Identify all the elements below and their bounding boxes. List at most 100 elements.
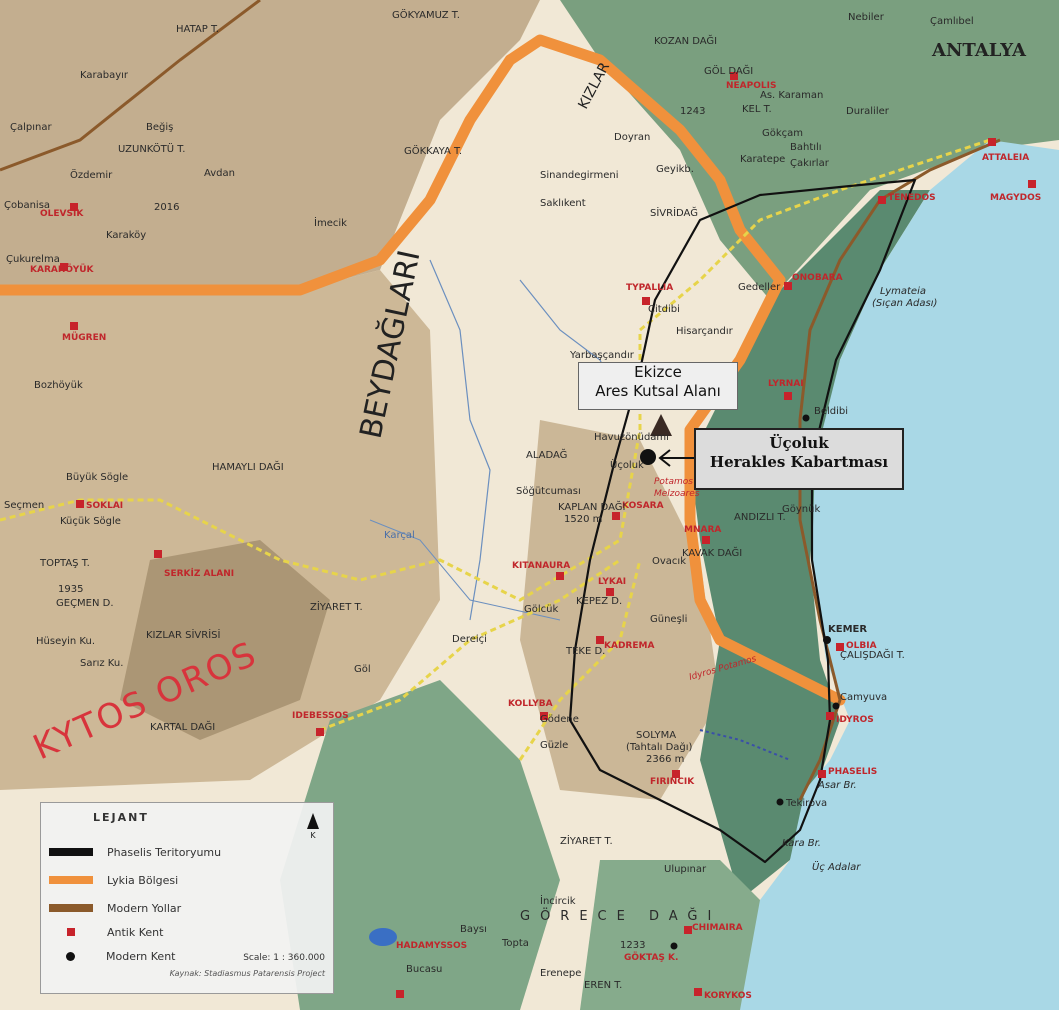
lycia-boundary <box>0 34 846 706</box>
legend-source: Kaynak: Stadiasmus Patarensis Project <box>169 969 325 978</box>
range-label-gorece: GÖRECE DAĞI <box>520 907 721 924</box>
place-label-attaleia: ATTALEIA <box>982 153 1029 163</box>
north-arrow-icon <box>307 813 319 829</box>
road-yellow-4 <box>518 559 642 761</box>
place-label-elev-1233: 1233 <box>620 940 645 951</box>
place-label-kartal: KARTAL DAĞI <box>150 720 215 733</box>
legend-swatch-lycia <box>49 876 93 884</box>
legend-swatch-modern <box>66 951 75 961</box>
place-label-cobanisa: Çobanisa <box>4 200 50 211</box>
place-label-tahtali-elev: 2366 m <box>646 754 684 765</box>
place-label-cukurelma: Çukurelma <box>6 254 60 265</box>
place-label-gedene: Gödene <box>540 714 579 725</box>
lake-alakir <box>369 928 397 946</box>
place-label-toptas: TOPTAŞ T. <box>39 558 90 569</box>
place-label-kaplan-elev: 1520 m <box>564 514 602 525</box>
forest-north-east <box>560 0 1059 300</box>
place-label-melzoares: Melzoares <box>654 489 700 499</box>
place-label-elev-1935: 1935 <box>58 584 83 595</box>
place-label-hamayli: HAMAYLI DAĞI <box>212 460 284 473</box>
place-label-hadamyssos: HADAMYSSOS <box>396 941 467 951</box>
legend-label-territory: Phaselis Teritoryumu <box>107 845 222 859</box>
forest-south-west <box>280 680 560 1010</box>
place-label-gokyamuz: GÖKYAMUZ T. <box>392 8 460 21</box>
place-label-hatap: HATAP T. <box>176 24 219 35</box>
callout-ekizce-line2: Ares Kutsal Alanı <box>595 381 721 400</box>
place-label-saklikent: Saklıkent <box>540 198 586 209</box>
place-label-karakoy: Karaköy <box>106 230 146 241</box>
place-label-kucuk-sogle: Küçük Sögle <box>60 516 121 527</box>
callout-ekizce-ares-sanctuary: Ekizce Ares Kutsal Alanı <box>578 362 738 410</box>
callout-ekizce-line1: Ekizce <box>634 363 682 381</box>
place-label-kepez: KEPEZ D. <box>576 596 622 607</box>
herakles-arrow <box>658 449 694 467</box>
place-label-ziyaret: ZİYARET T. <box>560 834 613 847</box>
place-label-dos-yaran: Doyran <box>614 132 650 143</box>
place-label-ulupinar: Ulupınar <box>664 864 707 875</box>
place-label-kizlar-sivrisi: KIZLAR SİVRİSİ <box>146 628 220 641</box>
place-label-hisarcandir: Hisarçandır <box>676 326 734 337</box>
legend-title: LEJANT <box>93 811 149 824</box>
place-label-camlibel: Çamlıbel <box>930 16 974 27</box>
place-label-elev-1243: 1243 <box>680 106 705 117</box>
place-label-lymateia: Lymateia <box>880 286 926 297</box>
western-highlands <box>0 270 440 790</box>
legend-label-lycia: Lykia Bölgesi <box>107 873 179 887</box>
legend-row-roads: Modern Yollar <box>49 899 181 917</box>
place-label-uzunkotu: UZUNKÖTÜ T. <box>118 142 185 155</box>
sea <box>740 140 1059 1010</box>
place-label-goynuk: Göynük <box>782 504 820 515</box>
legend-row-lycia: Lykia Bölgesi <box>49 871 178 889</box>
place-label-guneysli: Güneşli <box>650 614 687 625</box>
place-label-onobara: ONOBARA <box>792 273 843 283</box>
place-label-yarbascandir: Yarbaşçandır <box>569 350 635 361</box>
place-label-topta: Topta <box>501 938 529 949</box>
place-label-sogutcumasi: Söğütcuması <box>516 485 581 497</box>
place-label-neapolis: NEAPOLIS <box>726 81 776 91</box>
place-label-andizli: ANDIZLI T. <box>734 512 786 523</box>
place-label-sican: (Sıçan Adası) <box>872 298 937 309</box>
place-label-mnara: MNARA <box>684 525 721 535</box>
place-label-tahtali: (Tahtalı Dağı) <box>626 741 693 753</box>
place-label-gecmen: GEÇMEN D. <box>56 598 114 609</box>
place-label-avdan: Avdan <box>204 168 235 179</box>
place-label-olbia: OLBIA <box>846 641 877 651</box>
place-label-ovacik: Ovacık <box>652 556 686 567</box>
place-label-bayti: Baysı <box>460 924 487 935</box>
callout-ucoluk-line1: Üçoluk <box>769 434 829 452</box>
place-label-lykai: LYKAI <box>598 577 626 587</box>
river-west <box>369 519 561 621</box>
place-label-eren-t: EREN T. <box>584 980 622 991</box>
place-label-tekirova: Tekirova <box>785 798 827 809</box>
place-label-buyuk-sogle: Büyük Sögle <box>66 472 128 483</box>
place-label-kaplan-dagi: KAPLAN DAĞI <box>558 500 625 513</box>
place-label-kollyba: KOLLYBA <box>508 699 553 709</box>
place-label-guzle: Güzle <box>540 740 568 751</box>
place-label-korykos: KORYKOS <box>704 991 752 1001</box>
place-label-huseyin: Hüseyin Ku. <box>36 636 95 647</box>
place-labels: ATTALEIA TENEDOS MAGYDOS ONOBARA LYRNAI … <box>4 8 1041 1001</box>
place-label-asar: Asar Br. <box>817 780 857 791</box>
ancient-city-markers <box>60 72 1036 998</box>
callout-ucoluk-line2: Herakles Kabartması <box>709 452 889 471</box>
place-label-kozan-dagi: KOZAN DAĞI <box>654 34 717 47</box>
place-label-bucasu: Bucasu <box>406 964 442 975</box>
place-label-incircik: İncircik <box>540 894 576 907</box>
place-label-havuzonudami: Havuzönüdamı <box>594 432 669 443</box>
legend-swatch-ancient <box>67 928 75 936</box>
northern-highlands <box>0 0 540 290</box>
place-label-typallia: TYPALLIA <box>626 283 673 293</box>
place-label-as-karaman: As. Karaman <box>760 90 823 101</box>
place-label-olevsik: OLEVSİK <box>40 208 84 219</box>
place-label-elev-2016: 2016 <box>154 202 179 213</box>
place-label-bahtili: Bahtılı <box>790 142 822 153</box>
place-label-phaselis: PHASELIS <box>828 767 877 777</box>
place-label-idebessos: IDEBESSOS <box>292 711 349 721</box>
place-label-sinandegirmeni: Sinandegirmeni <box>540 170 619 181</box>
place-label-tenedos: TENEDOS <box>888 193 936 203</box>
place-label-sariz: Sarız Ku. <box>80 658 123 669</box>
dark-ridge <box>120 540 330 740</box>
north-label: K <box>310 831 316 840</box>
place-label-magydos: MAGYDOS <box>990 193 1041 203</box>
place-label-gokcam: Gökçam <box>762 128 803 139</box>
